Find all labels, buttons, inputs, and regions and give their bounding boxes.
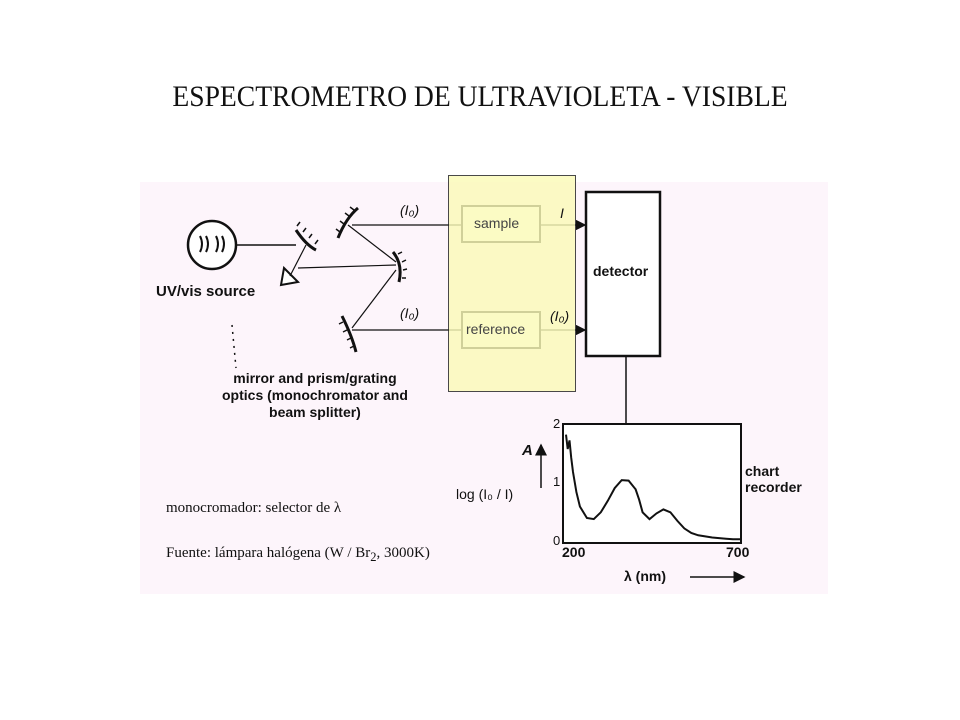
chart-recorder-line-1: chart	[745, 463, 780, 479]
mirror-2-icon	[335, 206, 359, 239]
mirror-1-icon	[294, 221, 319, 252]
chart-recorder-line-2: recorder	[745, 479, 802, 495]
chart-recorder-label: chart recorder	[745, 463, 802, 495]
note-monochromator: monocromador: selector de λ	[166, 500, 342, 516]
i0-top-label: (I₀)	[400, 202, 420, 218]
sample-reference-highlight	[448, 175, 576, 392]
note-source-prefix: Fuente: lámpara halógena (W / Br	[166, 545, 371, 561]
mirror-4-icon	[338, 315, 358, 353]
i0-right-label: (I₀)	[550, 308, 570, 324]
sample-label: sample	[474, 215, 520, 231]
optics-caption: mirror and prism/grating optics (monochr…	[222, 370, 408, 421]
i0-bottom-label: (I₀)	[400, 305, 420, 321]
i-label: I	[560, 205, 564, 221]
y-axis-label: A	[522, 442, 533, 459]
y-tick-2: 2	[553, 416, 561, 431]
page-title: ESPECTROMETRO DE ULTRAVIOLETA - VISIBLE	[172, 80, 788, 113]
prism-icon	[279, 265, 301, 287]
x-axis-label: λ (nm)	[624, 568, 666, 584]
note-source-sub: 2	[370, 550, 377, 564]
lamp-icon	[186, 219, 238, 271]
x-tick-200: 200	[562, 544, 586, 560]
spectrum-line	[565, 434, 740, 541]
reference-label: reference	[466, 321, 526, 337]
x-tick-700: 700	[726, 544, 750, 560]
mirror-3-icon	[391, 251, 408, 283]
source-label: UV/vis source	[156, 283, 256, 300]
y-axis-formula: log (I₀ / I)	[456, 486, 514, 502]
note-source-suffix: , 3000K)	[376, 545, 430, 561]
detector-box	[584, 190, 662, 358]
chart-frame	[562, 423, 742, 544]
y-tick-0: 0	[553, 533, 561, 548]
detector-label: detector	[593, 263, 649, 279]
optics-line-3: beam splitter)	[269, 404, 361, 420]
optics-line-1: mirror and prism/grating	[233, 370, 397, 386]
note-source: Fuente: lámpara halógena (W / Br2, 3000K…	[166, 545, 430, 565]
optics-line-2: optics (monochromator and	[222, 387, 408, 403]
y-tick-1: 1	[553, 474, 561, 489]
